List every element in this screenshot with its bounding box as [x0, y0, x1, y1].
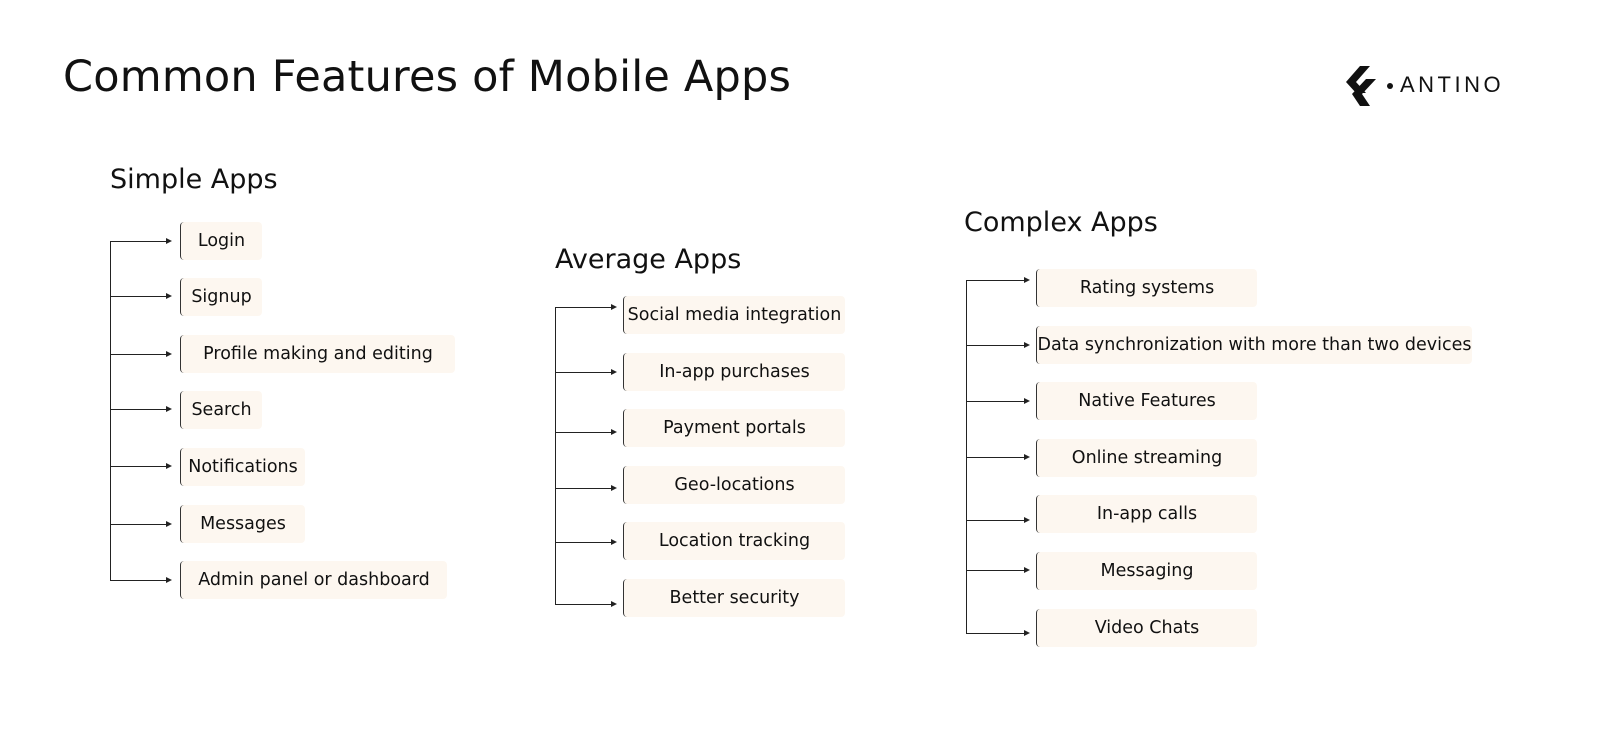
simple-branch-arrow	[110, 293, 172, 299]
logo-dot	[1387, 83, 1393, 89]
feature-box-geo-locations: Geo-locations	[623, 466, 845, 504]
feature-box-in-app-purchases: In-app purchases	[623, 353, 845, 391]
feature-box-video-chats: Video Chats	[1036, 609, 1257, 647]
feature-box-notifications: Notifications	[180, 448, 305, 486]
feature-box-login: Login	[180, 222, 262, 260]
feature-box-admin-panel: Admin panel or dashboard	[180, 561, 447, 599]
feature-box-native-features: Native Features	[1036, 382, 1257, 420]
feature-box-rating-systems: Rating systems	[1036, 269, 1257, 307]
complex-branch-arrow	[966, 342, 1030, 348]
feature-box-payment-portals: Payment portals	[623, 409, 845, 447]
simple-branch-arrow	[110, 351, 172, 357]
complex-branch-arrow	[966, 517, 1030, 523]
average-apps-title: Average Apps	[555, 244, 742, 275]
simple-branch-arrow	[110, 463, 172, 469]
complex-branch-arrow	[966, 454, 1030, 460]
feature-box-signup: Signup	[180, 278, 262, 316]
simple-branch-arrow	[110, 406, 172, 412]
antino-logo: ANTINO	[1346, 66, 1501, 106]
feature-box-in-app-calls: In-app calls	[1036, 495, 1257, 533]
average-branch-arrow	[555, 539, 617, 545]
feature-box-better-security: Better security	[623, 579, 845, 617]
simple-apps-trunk-line	[110, 241, 111, 581]
feature-box-messages: Messages	[180, 505, 305, 543]
feature-box-profile: Profile making and editing	[180, 335, 455, 373]
complex-branch-arrow	[966, 567, 1030, 573]
average-apps-trunk-line	[555, 307, 556, 605]
complex-apps-title: Complex Apps	[964, 207, 1158, 238]
simple-branch-arrow	[110, 521, 172, 527]
simple-apps-title: Simple Apps	[110, 164, 278, 195]
feature-box-social-media: Social media integration	[623, 296, 845, 334]
average-branch-arrow	[555, 369, 617, 375]
feature-box-data-sync: Data synchronization with more than two …	[1036, 326, 1472, 364]
feature-box-messaging: Messaging	[1036, 552, 1257, 590]
feature-box-online-streaming: Online streaming	[1036, 439, 1257, 477]
average-branch-arrow	[555, 601, 617, 607]
average-branch-arrow	[555, 429, 617, 435]
antino-chevron-logo-icon	[1346, 66, 1376, 106]
simple-branch-arrow	[110, 577, 172, 583]
simple-branch-arrow	[110, 238, 172, 244]
feature-box-search: Search	[180, 391, 262, 429]
complex-branch-arrow	[966, 398, 1030, 404]
logo-text: ANTINO	[1400, 72, 1505, 97]
feature-box-location-tracking: Location tracking	[623, 522, 845, 560]
complex-branch-arrow	[966, 630, 1030, 636]
page-title: Common Features of Mobile Apps	[63, 52, 792, 102]
complex-branch-arrow	[966, 277, 1030, 283]
average-branch-arrow	[555, 485, 617, 491]
average-branch-arrow	[555, 304, 617, 310]
